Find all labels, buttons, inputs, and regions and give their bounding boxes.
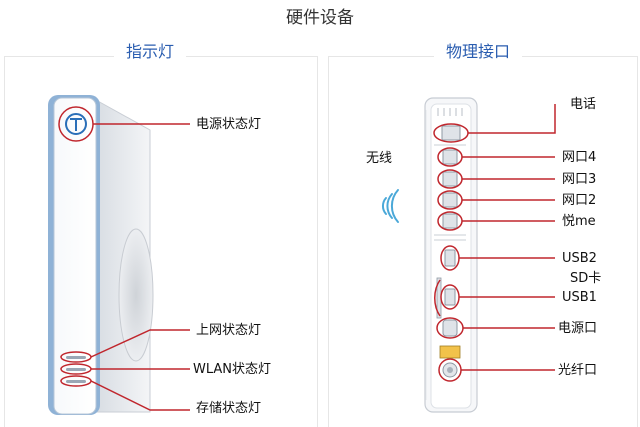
interface-panel-title: 物理接口 xyxy=(434,42,523,62)
indicator-panel-title: 指示灯 xyxy=(114,42,187,62)
label-lan-port-3: 网口3 xyxy=(562,172,597,187)
label-yueme-port: 悦me xyxy=(562,214,596,229)
router-back-view xyxy=(424,97,478,413)
label-storage-status-light: 存储状态灯 xyxy=(196,401,262,416)
page-title: 硬件设备 xyxy=(286,8,354,28)
label-power-status-light: 电源状态灯 xyxy=(196,117,262,132)
label-usb1-port: USB1 xyxy=(562,290,597,305)
label-power-port: 电源口 xyxy=(558,321,598,336)
interface-panel xyxy=(328,56,638,427)
label-wlan-status-light: WLAN状态灯 xyxy=(193,362,272,377)
hardware-diagram xyxy=(48,95,556,415)
label-internet-status-light: 上网状态灯 xyxy=(196,323,262,338)
wifi-icon xyxy=(382,189,399,223)
interface-callouts xyxy=(433,104,556,382)
label-lan-port-2: 网口2 xyxy=(562,193,597,208)
label-fiber-port: 光纤口 xyxy=(558,363,598,378)
label-wireless: 无线 xyxy=(366,151,393,166)
label-sd-card-slot: SD卡 xyxy=(570,271,602,286)
indicator-callouts xyxy=(58,106,190,411)
label-usb2-port: USB2 xyxy=(562,251,597,266)
label-phone-port: 电话 xyxy=(570,97,597,112)
router-front-view xyxy=(48,95,154,415)
label-lan-port-4: 网口4 xyxy=(562,150,597,165)
